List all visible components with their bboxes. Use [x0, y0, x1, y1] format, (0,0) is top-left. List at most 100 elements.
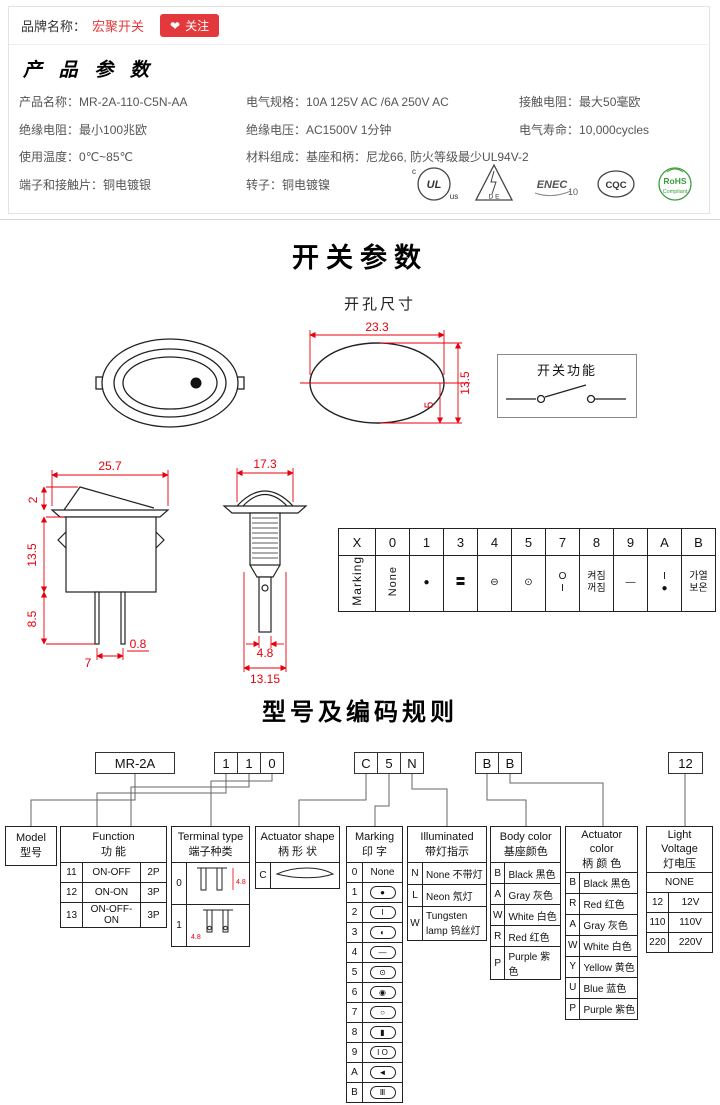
enec-icon: ENEC 10 — [534, 179, 578, 197]
switch-front-view — [95, 338, 245, 428]
svg-text:0.8: 0.8 — [130, 637, 147, 651]
section-divider — [0, 219, 720, 220]
param-insulation-resistance: 绝缘电阻：最小100兆欧 — [19, 123, 148, 137]
code-cell: B — [681, 528, 716, 556]
marking-icon: ● — [369, 886, 396, 899]
section-title-product-params: 产 品 参 数 — [23, 59, 154, 81]
code-box-model: MR-2A — [95, 752, 175, 774]
code-box-digit: 5 — [377, 752, 401, 774]
switch-circuit-symbol — [506, 384, 626, 404]
code-box-voltage: 12 — [668, 752, 703, 774]
marking-code-header-row: X 0 1 3 4 5 7 8 9 A B — [338, 528, 716, 556]
code-cell: 7 — [545, 528, 580, 556]
param-product-name: 产品名称：MR-2A-110-C5N-AA — [19, 95, 188, 109]
heart-icon: ❤ — [170, 18, 181, 33]
svg-text:ENEC: ENEC — [537, 179, 569, 191]
code-box-digit: C — [354, 752, 378, 774]
switch-function-title: 开关功能 — [536, 363, 597, 378]
model-cn: 型号 — [20, 847, 42, 859]
terminal-row: 0 4.8 — [171, 862, 250, 905]
section-title-switch-params: 开关参数 — [292, 243, 428, 273]
mark-cell: ⊖ — [477, 555, 512, 612]
code-cell: 1 — [409, 528, 444, 556]
code-box-digit: N — [400, 752, 424, 774]
marking-row: 4— — [346, 942, 403, 963]
svg-text:us: us — [450, 192, 458, 201]
code-box-digit: B — [475, 752, 499, 774]
code-cell: 8 — [579, 528, 614, 556]
svg-text:7: 7 — [85, 656, 92, 670]
actuator-lens-drawing — [275, 867, 335, 879]
mark-cell: 〓 — [443, 555, 478, 612]
marking-row: 5⊙ — [346, 962, 403, 983]
marking-icon: ◉ — [369, 986, 396, 999]
svg-text:23.3: 23.3 — [365, 320, 389, 334]
brand-name-link[interactable]: 宏聚开关 — [92, 19, 145, 34]
code-cell: 4 — [477, 528, 512, 556]
terminal-drawing-holes: 4.8 — [191, 909, 233, 941]
code-box-digit: 1 — [214, 752, 238, 774]
ul-icon: UL c us — [412, 167, 458, 201]
svg-text:RoHS: RoHS — [663, 176, 686, 186]
terminal-drawing-solder: 4.8 — [197, 867, 246, 891]
svg-text:5: 5 — [422, 401, 436, 408]
mark-cell: I ● — [647, 555, 682, 612]
marking-icon: ⊙ — [369, 966, 396, 979]
section-title-coding-rules: 型号及编码规则 — [262, 699, 458, 726]
hole-dimension-drawing: 23.3 13.5 5 — [300, 320, 472, 424]
marking-icon: — — [369, 946, 396, 959]
svg-text:UL: UL — [427, 179, 442, 191]
header-x-cell: X — [338, 528, 376, 556]
code-box-digit: B — [498, 752, 522, 774]
switch-side-view: 25.7 2 13.5 8.5 7 0.8 — [25, 459, 170, 670]
mark-cell: — — [613, 555, 648, 612]
marking-code-table: X 0 1 3 4 5 7 8 9 A B Marking None ● 〓 ⊖… — [338, 528, 716, 612]
param-terminal-plating: 端子和接触片：铜电镀银 — [19, 178, 152, 192]
vde-icon: D E — [474, 163, 514, 201]
marking-row: 3◐ — [346, 922, 403, 943]
code-box-digit: 1 — [237, 752, 261, 774]
follow-button[interactable]: ❤ 关注 — [160, 14, 220, 37]
param-electrical-life: 电气寿命：10,000cycles — [519, 123, 650, 137]
mark-cell: O I — [545, 555, 580, 612]
marking-icon: I O — [369, 1046, 396, 1059]
indicator-dot — [190, 377, 202, 389]
svg-text:2: 2 — [26, 496, 40, 503]
svg-text:4.8: 4.8 — [191, 934, 201, 941]
marking-row: 6◉ — [346, 982, 403, 1003]
table-model: Model 型号 — [5, 826, 57, 866]
mark-cell: ● — [409, 555, 444, 612]
marking-code-marks-row: Marking None ● 〓 ⊖ ⊙ O I 켜짐 꺼짐 — I ● 가열 … — [338, 555, 716, 612]
svg-text:13.15: 13.15 — [250, 672, 280, 686]
